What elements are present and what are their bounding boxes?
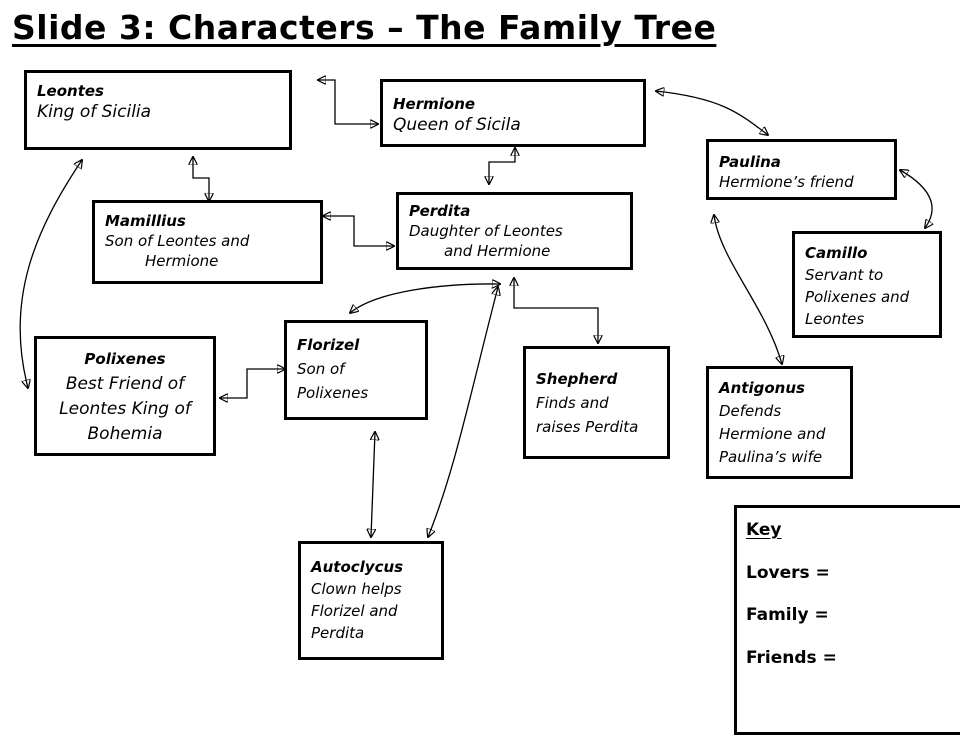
character-desc-line-2: Hermione [145,252,219,270]
character-desc-line-2: Polixenes and [805,288,910,306]
character-name: Hermione [393,95,476,113]
family-connector-mamillius-perdita [323,216,394,246]
character-box-leontes: Leontes King of Sicilia [24,70,292,150]
character-box-hermione: Hermione Queen of Sicila [380,79,646,147]
character-desc-line-1: Finds and [536,394,609,412]
character-desc-line-2: Polixenes [297,384,369,402]
character-name: Florizel [297,336,360,354]
family-connector-hermione-perdita [489,148,515,184]
friends-connector-perdita-autoclycus [428,287,498,537]
character-name: Polixenes [84,350,166,368]
character-name: Shepherd [536,370,618,388]
character-desc-line-1: Daughter of Leontes [409,222,563,240]
character-box-antigonus: Antigonus Defends Hermione and Paulina’s… [706,366,853,479]
character-name: Leontes [37,82,104,100]
character-desc: Hermione’s friend [719,173,854,191]
friends-connector-paulina-antigonus [714,215,782,364]
character-desc-line-1: Clown helps [311,580,402,598]
key-lovers-label: Lovers = [746,563,830,583]
character-desc-line-2: Hermione and [719,425,826,443]
character-desc-line-1: Defends [719,402,782,420]
key-title: Key [746,520,782,540]
friends-connector-hermione-paulina [656,91,768,135]
character-desc: King of Sicilia [37,102,152,122]
character-box-polixenes: Polixenes Best Friend of Leontes King of… [34,336,216,456]
friends-connector-leontes-polixenes [19,160,82,388]
character-desc-line-1: Servant to [805,266,884,284]
character-name: Perdita [409,202,471,220]
character-name: Paulina [719,153,781,171]
character-desc-line-3: Perdita [311,624,365,642]
character-name: Antigonus [719,379,805,397]
character-name: Autoclycus [311,558,404,576]
slide-title: Slide 3: Characters – The Family Tree [12,8,717,47]
character-box-shepherd: Shepherd Finds and raises Perdita [523,346,670,459]
character-box-paulina: Paulina Hermione’s friend [706,139,897,200]
character-desc-line-3: Leontes [805,310,865,328]
key-friends-label: Friends = [746,648,837,668]
family-connector-leontes-mamillius [193,157,209,201]
character-desc-line-2: and Hermione [444,242,551,260]
friends-connector-paulina-camillo [900,170,932,228]
character-box-perdita: Perdita Daughter of Leontes and Hermione [396,192,633,270]
character-desc-line-1: Son of Leontes and [105,232,250,250]
character-box-florizel: Florizel Son of Polixenes [284,320,428,420]
family-connector-polixenes-florizel [220,369,285,398]
key-family-label: Family = [746,605,829,625]
character-box-camillo: Camillo Servant to Polixenes and Leontes [792,231,942,338]
character-desc-line-1: Son of [297,360,345,378]
family-connector-leontes-hermione [318,80,378,124]
character-desc-line-1: Best Friend of [65,374,185,394]
lovers-connector-florizel-autoclycus [371,432,375,537]
family-connector-perdita-shepherd [514,278,598,343]
character-name: Camillo [805,244,868,262]
character-box-autoclycus: Autoclycus Clown helps Florizel and Perd… [298,541,444,660]
key-legend [734,505,960,735]
character-desc-line-3: Paulina’s wife [719,448,823,466]
character-name: Mamillius [105,212,186,230]
character-desc-line-2: Florizel and [311,602,398,620]
character-desc: Queen of Sicila [393,115,521,135]
friends-connector-perdita-florizel [350,284,500,313]
character-desc-line-2: raises Perdita [536,418,639,436]
character-desc-line-3: Bohemia [87,424,163,444]
character-desc-line-2: Leontes King of [59,399,191,419]
character-box-mamillius: Mamillius Son of Leontes and Hermione [92,200,323,284]
